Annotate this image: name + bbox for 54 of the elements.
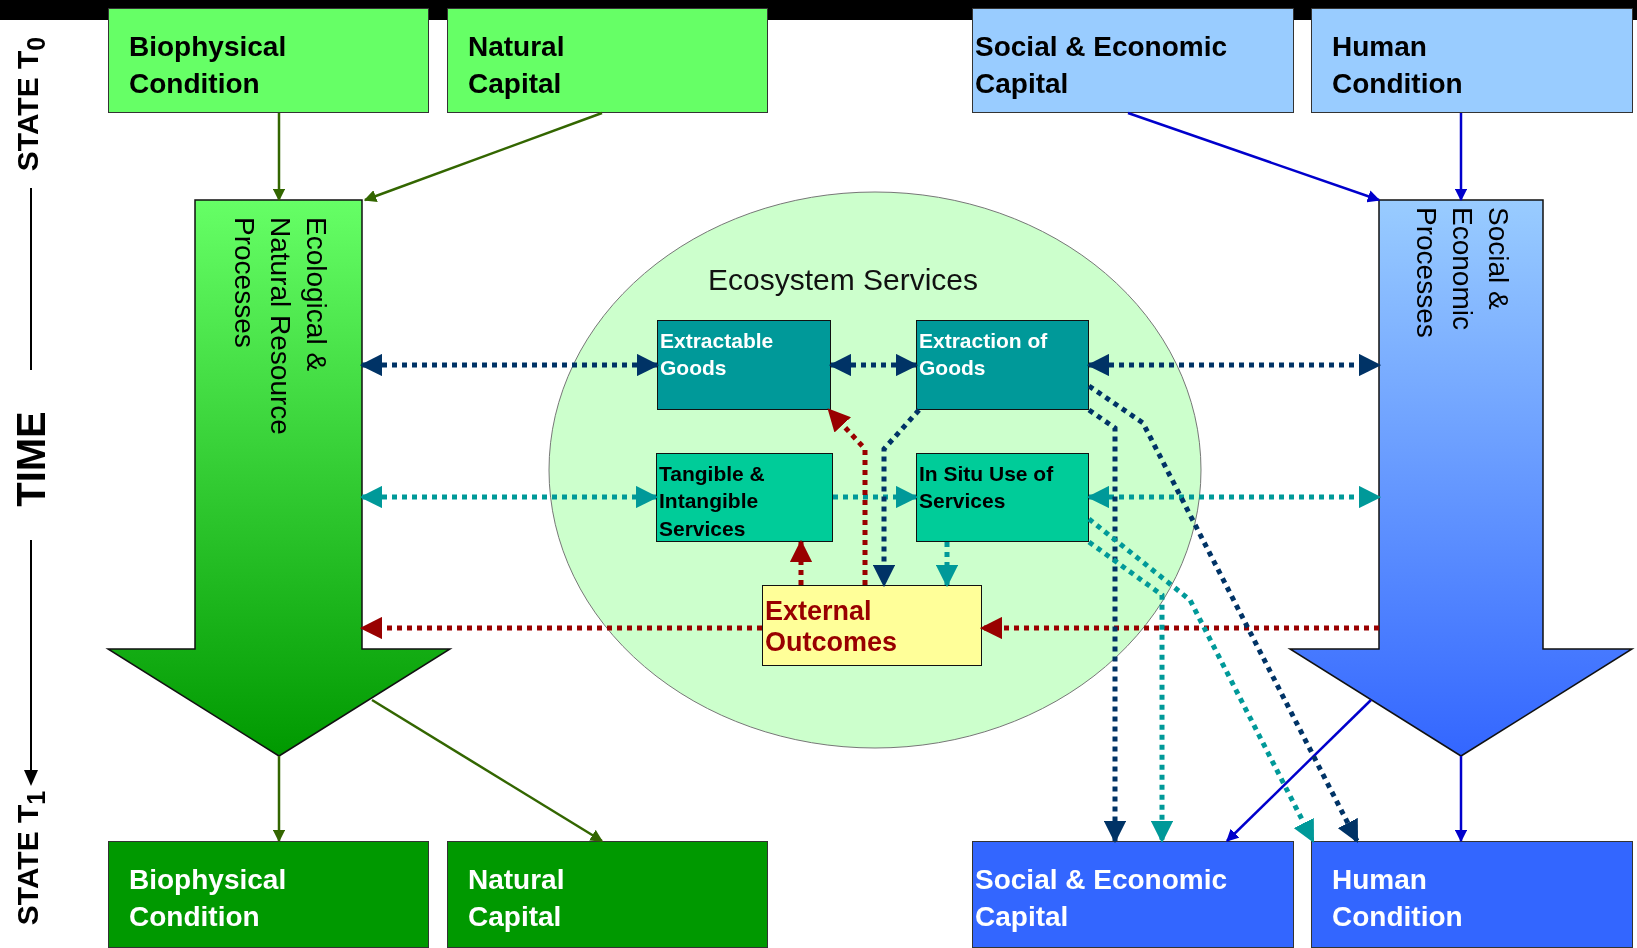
dotted-arrow — [1087, 539, 1174, 844]
state-box — [972, 8, 1294, 113]
state-box — [447, 8, 768, 113]
box-label: Natural Capital — [468, 30, 566, 101]
state-box — [108, 841, 429, 948]
dotted-arrow — [1087, 517, 1316, 843]
dotted-arrow — [1086, 353, 1382, 377]
state-box — [1311, 8, 1633, 113]
dotted-arrow — [935, 542, 959, 588]
dotted-arrow — [789, 539, 813, 585]
dotted-arrow — [872, 408, 921, 588]
arrow — [1454, 113, 1468, 202]
service-box — [656, 453, 833, 542]
arrow — [371, 698, 604, 843]
dotted-arrow — [1087, 383, 1360, 843]
box-label: Human Condition — [1332, 863, 1464, 934]
service-box — [916, 320, 1089, 410]
arrow — [1127, 111, 1381, 203]
state-box — [447, 841, 768, 948]
box-label: Biophysical Condition — [129, 863, 288, 934]
box-label: Human Condition — [1332, 30, 1464, 101]
dotted-arrow — [359, 485, 659, 509]
box-label: Extraction of Goods — [919, 328, 1049, 382]
service-box — [657, 320, 831, 410]
arrow — [363, 111, 603, 202]
dotted-arrow — [979, 616, 1379, 640]
state-box — [972, 841, 1294, 948]
dotted-arrow — [359, 353, 660, 377]
dotted-arrow — [1086, 485, 1382, 509]
dotted-arrow — [833, 485, 919, 509]
dotted-arrow — [359, 616, 762, 640]
axis-label: TIME — [8, 411, 54, 507]
process-label: Social & Economic Processes — [1410, 207, 1515, 340]
box-label: Social & Economic Capital — [975, 863, 1229, 934]
state-box — [108, 8, 429, 113]
box-label: Tangible & Intangible Services — [659, 461, 766, 542]
dotted-arrow — [1087, 407, 1127, 844]
box-label: External Outcomes — [765, 596, 899, 659]
arrow — [1226, 699, 1372, 842]
box-label: Natural Capital — [468, 863, 566, 934]
dotted-arrow — [827, 408, 868, 585]
service-box — [916, 453, 1089, 542]
box-label: Biophysical Condition — [129, 30, 288, 101]
outcome-box — [762, 585, 982, 666]
dotted-arrow — [828, 353, 919, 377]
box-label: In Situ Use of Services — [919, 461, 1055, 515]
box-label: Extractable Goods — [660, 328, 775, 382]
state-box — [1311, 841, 1633, 948]
arrow — [272, 756, 286, 843]
region-title: Ecosystem Services — [706, 263, 980, 297]
arrow — [272, 113, 286, 202]
process-label: Ecological & Natural Resource Processes — [228, 217, 333, 437]
arrow — [1454, 756, 1468, 843]
box-label: Social & Economic Capital — [975, 30, 1229, 101]
